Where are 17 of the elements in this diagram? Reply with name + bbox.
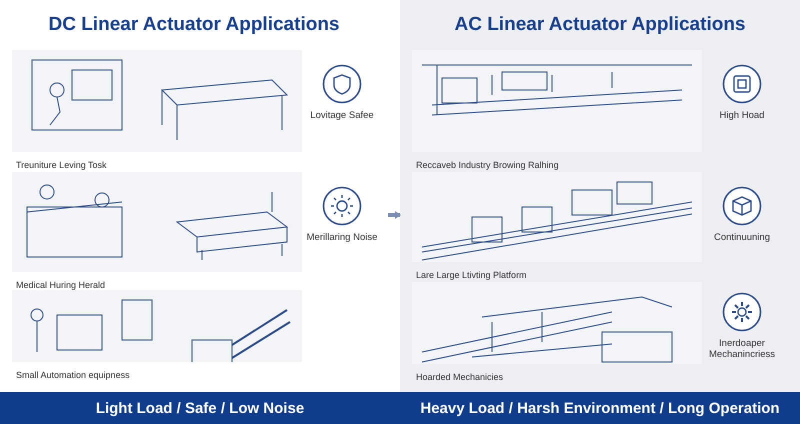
summary-banner: Light Load / Safe / Low Noise — [0, 392, 400, 424]
application-caption: Treuniture Leving Tosk — [16, 160, 107, 170]
application-caption: Hoarded Mechanicies — [416, 372, 504, 382]
feature-label: Merillaring Noise — [306, 232, 378, 243]
feature-label: High Hoad — [718, 110, 766, 121]
application-caption: Medical Huring Herald — [16, 280, 106, 290]
feature-label: Lovitage Safee — [309, 110, 375, 121]
feature-label: Continuuning — [713, 232, 771, 243]
application-caption: Small Automation equipness — [16, 370, 130, 380]
application-caption: Reccaveb Industry Browing Ralhing — [416, 160, 559, 170]
panel-title: AC Linear Actuator Applications — [453, 14, 746, 36]
arrow — [388, 211, 401, 219]
panel-title: DC Linear Actuator Applications — [47, 14, 340, 36]
application-caption: Lare Large Ltivting Platform — [416, 270, 527, 280]
summary-banner: Heavy Load / Harsh Environment / Long Operation — [400, 392, 800, 424]
feature-label: Inerdoaper Mechanincriess — [708, 338, 776, 360]
application-panel — [400, 0, 800, 392]
